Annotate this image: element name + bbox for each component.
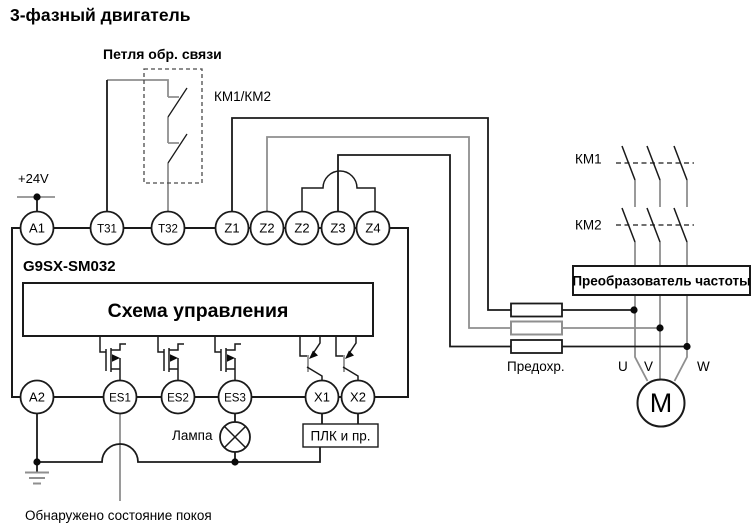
bottom-common-wire [36, 414, 321, 463]
lamp-cross-icon [223, 425, 247, 449]
terminal-x2 [340, 379, 376, 415]
terminal-a1-label: A1 [29, 221, 45, 236]
motor-letter: M [650, 388, 673, 418]
motor-phase-wires [634, 295, 688, 382]
feedback-contact-blades-icon [167, 87, 188, 164]
z1-wire [231, 117, 511, 311]
z3-wire [337, 154, 511, 348]
terminal-es1 [102, 379, 138, 415]
module-name-label: G9SX-SM032 [23, 258, 116, 275]
frequency-converter-box [572, 265, 751, 296]
terminal-es2-label: ES2 [167, 393, 189, 405]
phase-w-label: W [697, 359, 710, 374]
terminal-x2-label: X2 [350, 390, 366, 405]
bottom-terminal-row: A2 ES1 ES2 ES3 X1 X2 [19, 379, 376, 415]
control-circuit-label: Схема управления [108, 300, 289, 322]
fuses-label: Предохр. [507, 359, 565, 374]
km1-label: КМ1 [575, 152, 602, 167]
terminal-a1 [19, 210, 55, 246]
terminal-es1-label: ES1 [109, 393, 131, 405]
terminal-es2 [160, 379, 196, 415]
terminal-x1 [304, 379, 340, 415]
terminal-z2a [249, 210, 285, 246]
phase-v-label: V [644, 359, 653, 374]
plc-label: ПЛК и пр. [310, 429, 370, 444]
terminal-a2 [19, 379, 55, 415]
junction-dot [33, 193, 41, 201]
mosfet-es1-icon [99, 336, 126, 381]
fuse2-icon [510, 320, 563, 336]
terminal-z1-label: Z1 [224, 221, 239, 236]
top-terminal-row: A1 T31 T32 Z1 Z2 Z2 Z3 Z4 [19, 210, 391, 246]
terminal-a2-label: A2 [29, 390, 45, 405]
km2-label: КМ2 [575, 218, 602, 233]
plc-box [302, 423, 379, 448]
terminal-z3-label: Z3 [330, 221, 345, 236]
junction-dot [630, 306, 638, 314]
transistor-x1-icon [299, 336, 323, 381]
terminal-t32-label: T32 [158, 224, 178, 236]
transistor-x2-icon [335, 336, 359, 381]
junction-dot [231, 458, 239, 466]
z2-z4-jumper-wire [301, 170, 376, 211]
supply-label: +24V [18, 171, 49, 186]
control-circuit-box [22, 282, 374, 337]
terminal-t32 [150, 210, 186, 246]
terminal-t31-label: T31 [97, 224, 117, 236]
terminal-z4 [355, 210, 391, 246]
output-transistor-bars [307, 355, 345, 372]
z2-wire [266, 136, 511, 329]
terminal-z2b [284, 210, 320, 246]
terminal-x1-label: X1 [314, 390, 330, 405]
terminal-z2a-label: Z2 [259, 221, 274, 236]
terminal-z3 [320, 210, 356, 246]
fuse1-icon [510, 302, 563, 318]
fuse3-icon [510, 339, 563, 354]
km2-converter-wires [634, 242, 688, 266]
ground-icon [25, 471, 49, 485]
junction-dot [683, 342, 691, 351]
page-title: 3-фазный двигатель [10, 5, 191, 25]
junction-dot [33, 458, 41, 466]
standstill-label: Обнаружено состояние покоя [25, 508, 212, 523]
terminal-es3-label: ES3 [224, 393, 246, 405]
terminal-t31 [89, 210, 125, 246]
motor-icon [636, 378, 686, 428]
mosfet-es2-icon [157, 336, 184, 381]
phase-u-label: U [618, 359, 628, 374]
lamp-label: Лампа [172, 428, 213, 443]
plc-lead-wires [321, 414, 359, 424]
feedback-loop-box [143, 68, 203, 184]
junction-dot [656, 324, 664, 332]
terminal-z2b-label: Z2 [294, 221, 309, 236]
terminal-es3 [217, 379, 253, 415]
terminal-z4-label: Z4 [365, 221, 380, 236]
feedback-chain-wire [107, 79, 179, 211]
km1-km2-label: КМ1/КМ2 [214, 89, 271, 104]
km1-km2-link-wires [634, 180, 688, 207]
terminal-z1 [214, 210, 250, 246]
feedback-loop-label: Петля обр. связи [103, 46, 222, 62]
frequency-converter-label: Преобразователь частоты [572, 274, 750, 289]
mosfet-es3-icon [214, 336, 241, 381]
